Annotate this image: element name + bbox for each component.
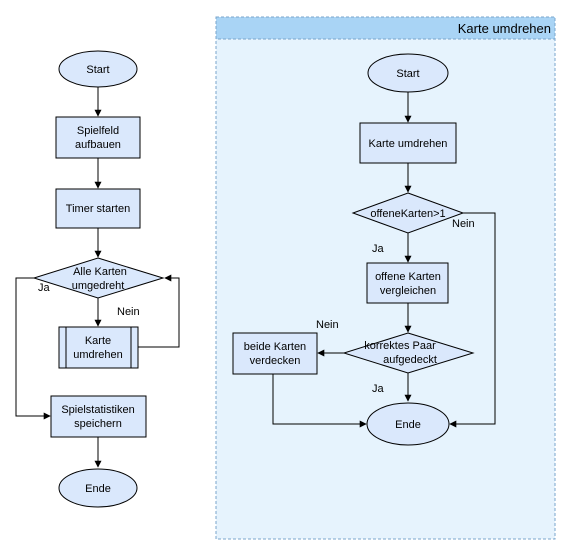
main-yes-label: Ja (38, 282, 51, 294)
panel-yes-label-2: Ja (372, 383, 385, 395)
main-setup-box (55, 116, 141, 159)
panel-decision1-node: offeneKarten>1 (351, 192, 465, 234)
panel-decision1-label: offeneKarten>1 (370, 208, 445, 220)
panel-cover-box (232, 332, 318, 375)
panel-yes-label-1: Ja (372, 243, 385, 255)
panel-title: Karte umdrehen (458, 21, 551, 36)
main-timer-label: Timer starten (66, 203, 130, 215)
panel-decision2-label-line1: korrektes Paar (364, 340, 436, 352)
main-flip-subprocess-node: Karte umdrehen (58, 326, 139, 369)
panel-end-label: Ende (395, 419, 421, 431)
panel-decision2-diamond (342, 332, 475, 374)
main-start-label: Start (86, 64, 109, 76)
main-no-label: Nein (117, 306, 140, 318)
arrow-flip-loop-back (138, 274, 180, 348)
panel-compare-label-line1: offene Karten (375, 271, 441, 283)
panel-end-ellipse (366, 402, 450, 446)
panel-compare-node: offene Karten vergleichen (366, 262, 449, 304)
panel-decision2-label-line2: aufgedeckt (383, 354, 437, 366)
arrow-cover-to-end (272, 374, 367, 428)
main-flow-connectors (15, 87, 180, 468)
main-setup-node: Spielfeld aufbauen (55, 116, 141, 159)
panel-start-ellipse (367, 53, 449, 93)
panel-decision1-diamond (351, 192, 465, 234)
main-flip-label-line1: Karte (85, 335, 111, 347)
panel-start-label: Start (396, 68, 419, 80)
panel-start-node: Start (367, 53, 449, 93)
panel-flip-box (359, 122, 457, 164)
arrow-decision1-no-to-end (449, 212, 496, 428)
main-setup-label-line1: Spielfeld (77, 125, 119, 137)
main-decision-label-line1: Alle Karten (73, 266, 127, 278)
panel-cover-label-line1: beide Karten (244, 341, 306, 353)
panel-no-label-2: Nein (316, 319, 339, 331)
main-flip-box (58, 326, 139, 369)
panel-flow-connectors (272, 92, 496, 428)
panel-flip-label: Karte umdrehen (369, 138, 448, 150)
panel-compare-box (366, 262, 449, 304)
panel-cover-label-line2: verdecken (250, 355, 301, 367)
main-decision-label-line2: umgedreht (72, 280, 125, 292)
main-save-label-line1: Spielstatistiken (61, 404, 134, 416)
panel-end-node: Ende (366, 402, 450, 446)
panel-cover-node: beide Karten verdecken (232, 332, 318, 375)
panel-flip-node: Karte umdrehen (359, 122, 457, 164)
main-save-label-line2: speichern (74, 418, 122, 430)
arrow-decision-yes-to-save (15, 277, 51, 420)
main-save-box (50, 395, 147, 438)
panel-decision2-node: korrektes Paar aufgedeckt (342, 332, 475, 374)
main-setup-label-line2: aufbauen (75, 139, 121, 151)
main-end-ellipse (58, 468, 138, 508)
main-save-node: Spielstatistiken speichern (50, 395, 147, 438)
panel-header (215, 16, 556, 40)
main-timer-box (55, 188, 141, 229)
main-end-label: Ende (85, 483, 111, 495)
main-end-node: Ende (58, 468, 138, 508)
panel-no-label-1: Nein (452, 218, 475, 230)
main-start-ellipse (58, 50, 138, 88)
main-flip-label-line2: umdrehen (73, 349, 123, 361)
main-start-node: Start (58, 50, 138, 88)
main-timer-node: Timer starten (55, 188, 141, 229)
panel-compare-label-line2: vergleichen (380, 285, 436, 297)
main-decision-diamond (32, 257, 165, 299)
subprocess-panel: Karte umdrehen (215, 16, 556, 540)
main-decision-node: Alle Karten umgedreht (32, 257, 165, 299)
